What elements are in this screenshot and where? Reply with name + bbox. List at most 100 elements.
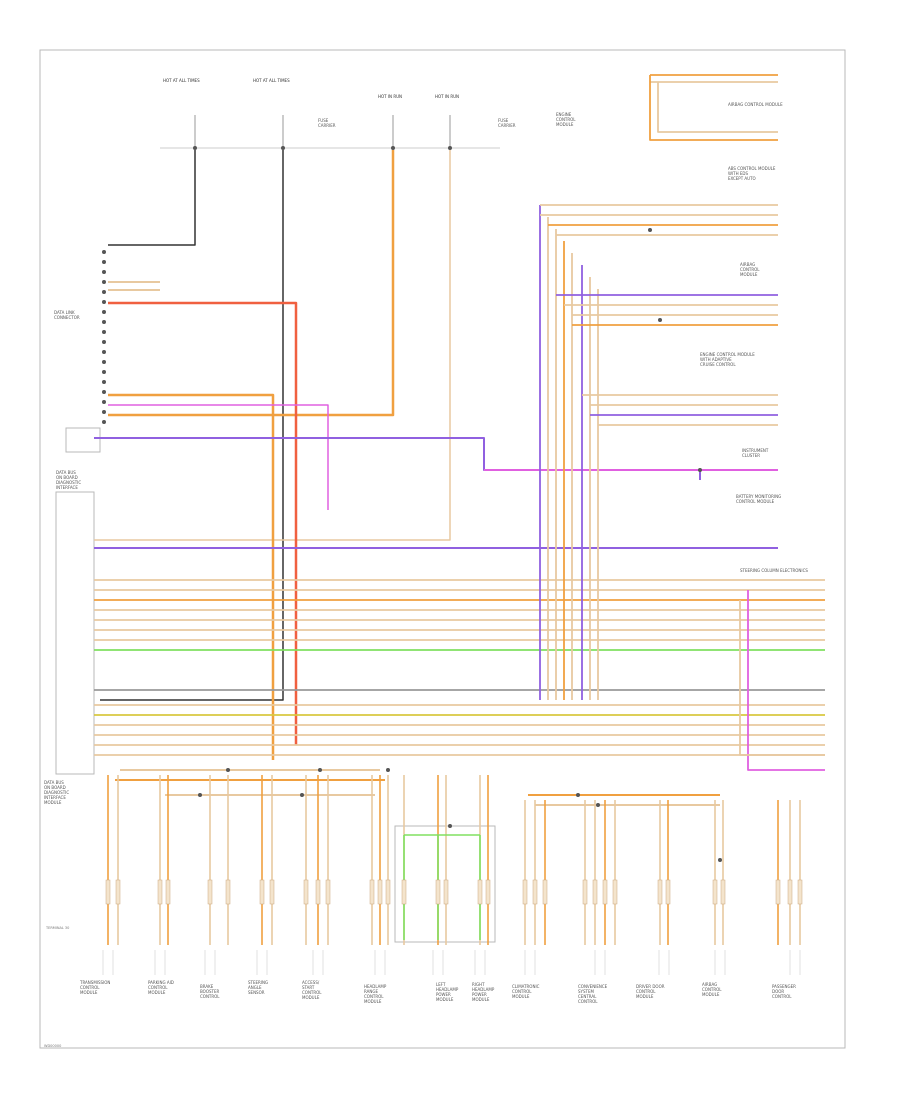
fuse-label-2: HOT AT ALL TIMES: [253, 78, 290, 83]
wire-layer: [39, 49, 846, 1049]
wire-9: [108, 404, 329, 510]
right-label-6: BATTERY MONITORING CONTROL MODULE: [736, 494, 782, 504]
wire-52: [747, 590, 825, 771]
right-label-2: ABS CONTROL MODULE WITH EDS EXCEPT AUTO: [728, 166, 776, 181]
dlc-pin: [102, 260, 106, 264]
connector-stub: [477, 879, 483, 905]
component-bracket: [154, 950, 166, 975]
right-label-3: AIRBAG CONTROL MODULE: [740, 262, 760, 277]
component-bracket: [594, 950, 606, 975]
connector-stub: [485, 879, 491, 905]
dlc-pin: [102, 360, 106, 364]
dlc-pin: [102, 420, 106, 424]
dlc-pin: [102, 370, 106, 374]
dlc-pin: [102, 290, 106, 294]
connector-stub: [115, 879, 121, 905]
right-label-4: ENGINE CONTROL MODULE WITH ADAPTIVE CRUI…: [700, 352, 755, 367]
dlc-pin: [102, 390, 106, 394]
dlc-pin: [102, 300, 106, 304]
component-bracket: [658, 950, 670, 975]
fuse-label-1: HOT AT ALL TIMES: [163, 78, 200, 83]
connector-stub: [157, 879, 163, 905]
component-bracket: [474, 950, 486, 975]
connector-stub: [225, 879, 231, 905]
component-label-6: HEADLAMP RANGE CONTROL MODULE: [364, 984, 387, 1004]
component-bracket: [374, 950, 386, 975]
wire-3: [108, 150, 395, 417]
connector-stub: [443, 879, 449, 905]
junction-dot: [448, 824, 452, 828]
wire-53: [739, 600, 825, 756]
dlc-pin: [102, 380, 106, 384]
fuse-dot-3: [391, 146, 395, 150]
junction-layer: [102, 146, 803, 905]
component-label-11: DRIVER DOOR CONTROL MODULE: [636, 984, 665, 999]
terminal-tag: TERMINAL 30: [46, 926, 70, 930]
gateway-module-label: DATA BUS ON BOARD DIAGNOSTIC INTERFACE M…: [44, 780, 70, 805]
connector-stub: [612, 879, 618, 905]
wire-10: [94, 437, 701, 480]
dlc-pin: [102, 270, 106, 274]
connector-stub: [165, 879, 171, 905]
component-label-4: STEERING ANGLE SENSOR: [248, 980, 269, 995]
wire-50: [649, 75, 778, 141]
junction-dot: [648, 228, 652, 232]
fuse-label-4: HOT IN RUN: [435, 94, 460, 99]
connector-stub: [602, 879, 608, 905]
fuse-carrier-label-2: FUSE CARRIER: [498, 118, 516, 128]
connector-stub: [582, 879, 588, 905]
component-label-10: CONVENIENCE SYSTEM CENTRAL CONTROL: [578, 984, 608, 1004]
junction-dot: [318, 768, 322, 772]
junction-dot: [576, 793, 580, 797]
connector-stub: [207, 879, 213, 905]
connector-stub: [720, 879, 726, 905]
component-label-3: BRAKE BOOSTER CONTROL: [200, 984, 220, 999]
fuse-carrier-label-1: FUSE CARRIER: [318, 118, 336, 128]
component-bracket: [204, 950, 216, 975]
ecm-top-label: ENGINE CONTROL MODULE: [556, 112, 576, 127]
junction-dot: [698, 468, 702, 472]
connector-stub: [775, 879, 781, 905]
component-label-1: TRANSMISSION CONTROL MODULE: [80, 980, 111, 995]
fuse-dot-4: [448, 146, 452, 150]
right-label-7: STEERING COLUMN ELECTRONICS: [740, 568, 808, 573]
connector-stub: [269, 879, 275, 905]
connector-stub: [657, 879, 663, 905]
wire-7: [108, 301, 298, 745]
component-label-7: LEFT HEADLAMP POWER MODULE: [436, 982, 459, 1002]
junction-dot: [300, 793, 304, 797]
component-label-2: PARKING AID CONTROL MODULE: [148, 980, 174, 995]
connector-stub: [542, 879, 548, 905]
component-bracket: [102, 950, 114, 975]
connector-stub: [665, 879, 671, 905]
connector-stub: [259, 879, 265, 905]
junction-dot: [226, 768, 230, 772]
wire-8: [108, 393, 275, 760]
component-label-8: RIGHT HEADLAMP POWER MODULE: [472, 982, 495, 1002]
component-label-13: PASSENGER DOOR CONTROL: [772, 984, 796, 999]
wire-2: [100, 150, 284, 701]
fuse-dot-2: [281, 146, 285, 150]
data-link-connector-label: DATA LINK CONNECTOR: [54, 310, 80, 320]
connector-stub: [435, 879, 441, 905]
connector-stub: [369, 879, 375, 905]
dlc-pin: [102, 400, 106, 404]
dlc-pin: [102, 330, 106, 334]
component-bracket: [432, 950, 444, 975]
connector-stub: [325, 879, 331, 905]
dlc-pin: [102, 340, 106, 344]
headlamp-bracket-box: [394, 825, 496, 943]
component-bracket: [256, 950, 268, 975]
junction-dot: [198, 793, 202, 797]
connector-stub: [797, 879, 803, 905]
component-bracket: [524, 950, 536, 975]
junction-dot: [386, 768, 390, 772]
fuse-label-3: HOT IN RUN: [378, 94, 403, 99]
dlc-pin: [102, 410, 106, 414]
gateway-module-box: [55, 491, 95, 775]
component-label-5: ACCESS/ START CONTROL MODULE: [302, 980, 322, 1000]
fuse-dot-1: [193, 146, 197, 150]
connector-stub: [385, 879, 391, 905]
wire-4: [94, 150, 451, 541]
